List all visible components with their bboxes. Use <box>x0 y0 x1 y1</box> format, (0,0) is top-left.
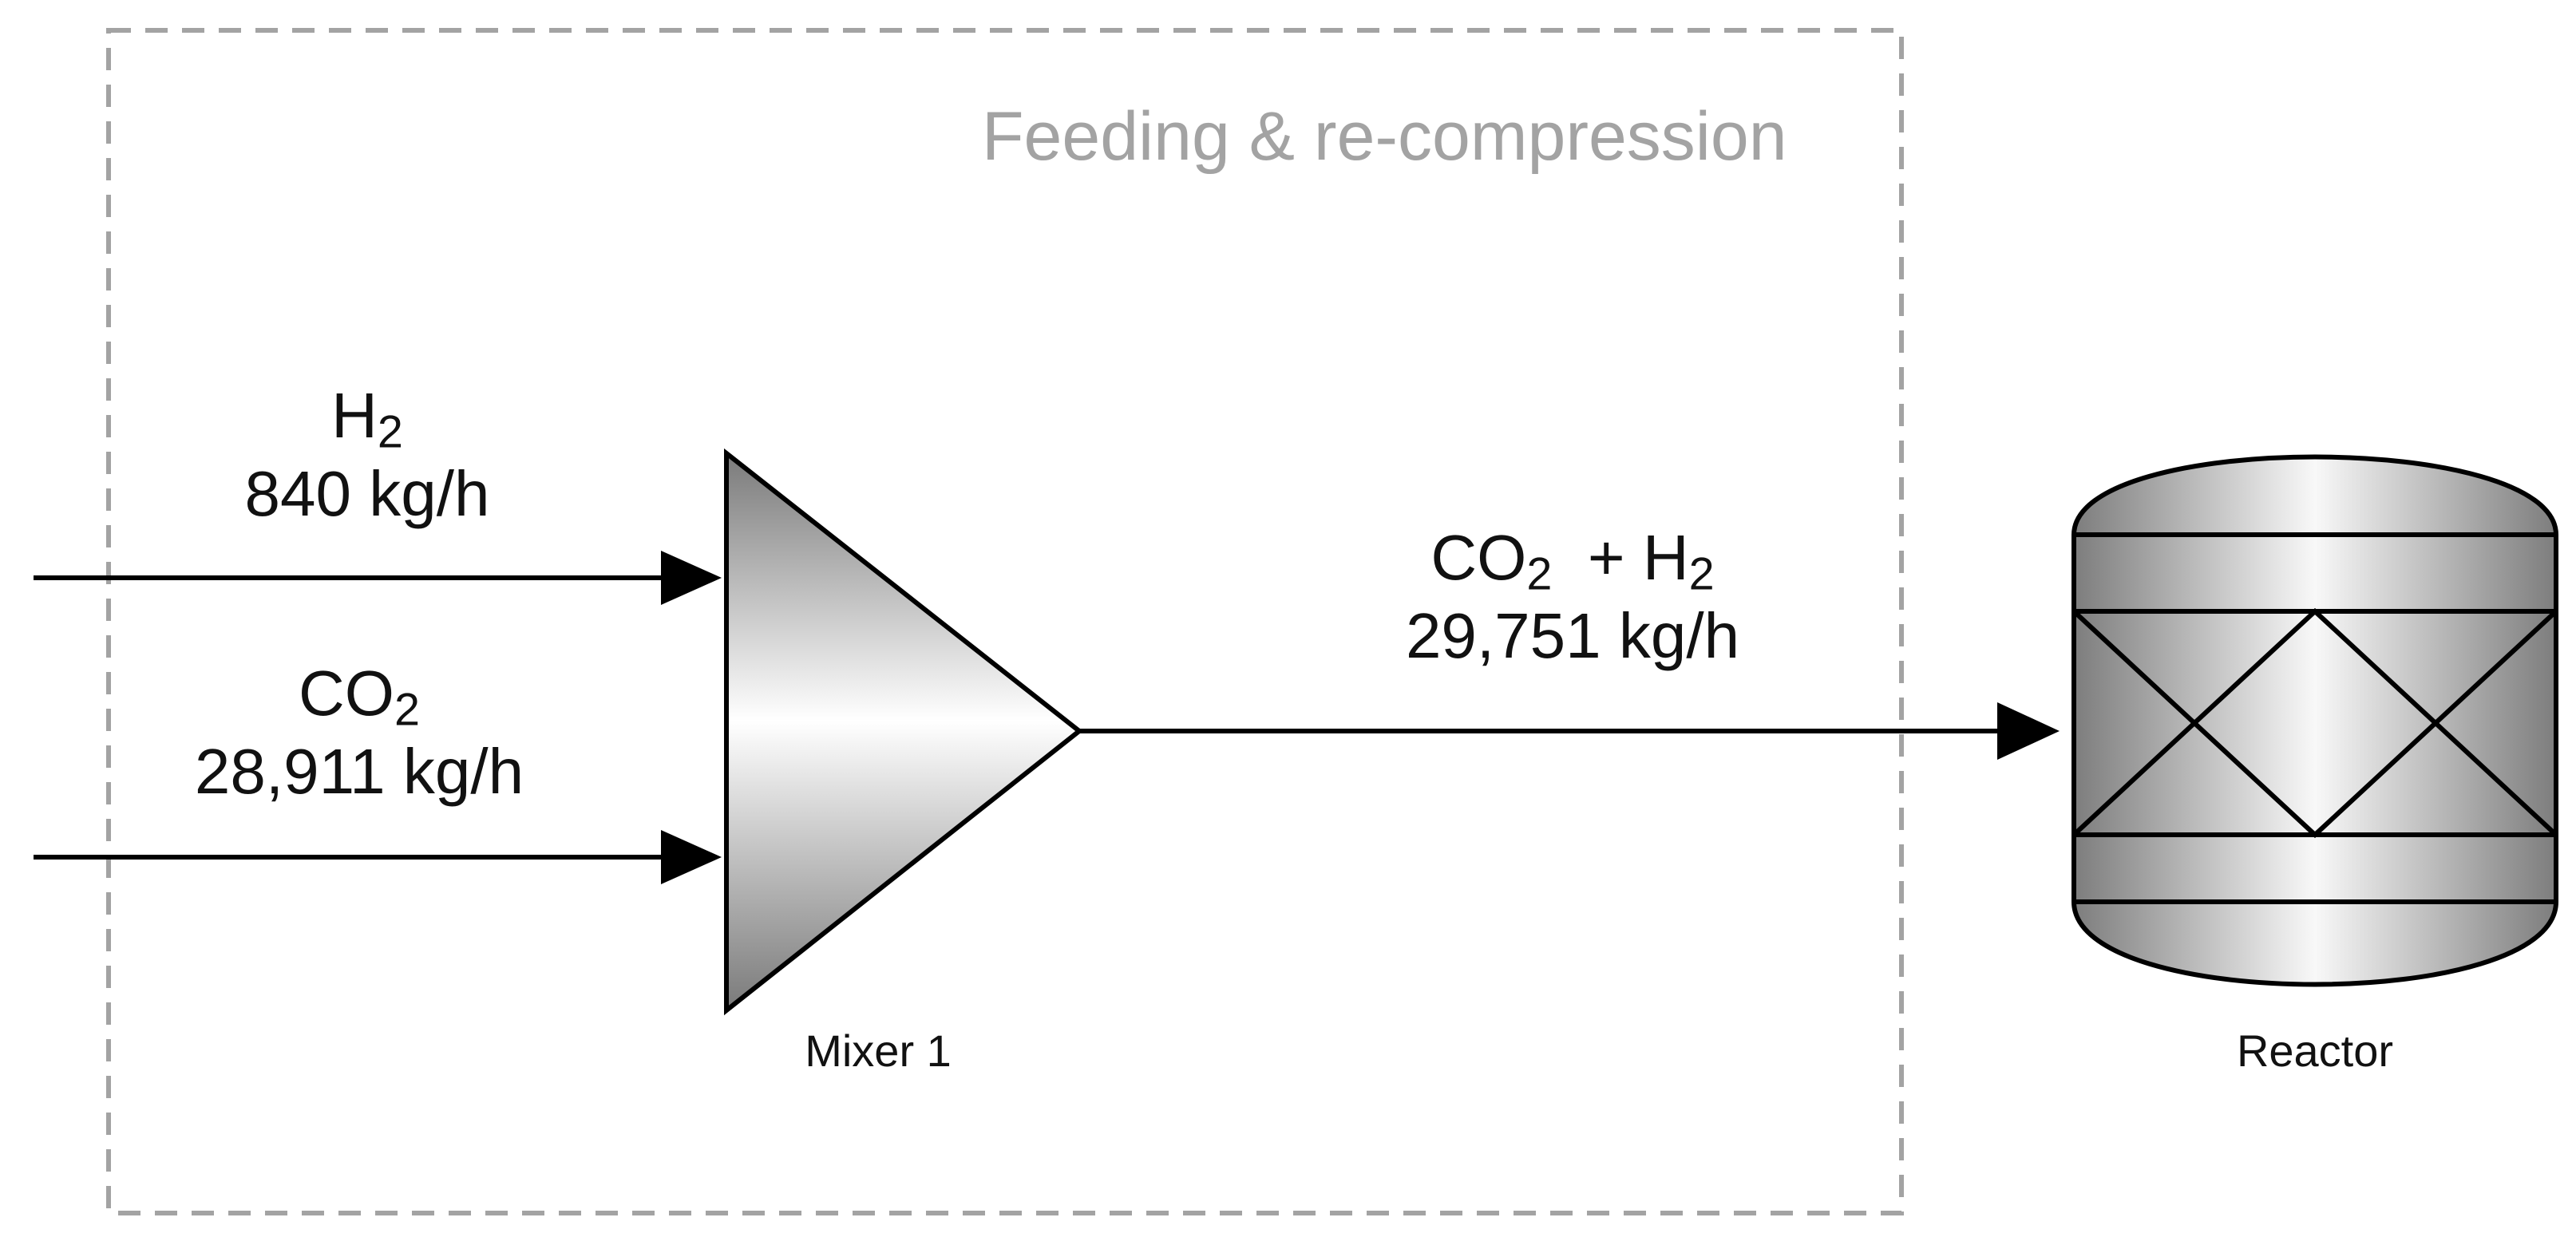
mixed-stream-arrow <box>1079 702 2060 760</box>
packed-bed-reactor-icon <box>2071 454 2558 987</box>
h2-feed-label: H2 840 kg/h <box>176 377 559 532</box>
mixed-stream-formula: CO2 + H2 <box>1430 522 1715 600</box>
h2-feed-flow: 840 kg/h <box>244 457 490 529</box>
co2-feed-arrow <box>34 830 722 884</box>
mixed-stream-label: CO2 + H2 29,751 kg/h <box>1325 519 1820 674</box>
group-title: Feeding & re-compression <box>982 98 1787 175</box>
mixer-triangle-icon <box>724 448 1083 1016</box>
co2-feed-label: CO2 28,911 kg/h <box>136 654 583 810</box>
co2-feed-flow: 28,911 kg/h <box>194 735 524 807</box>
reactor-label: Reactor <box>2236 1026 2394 1076</box>
h2-feed-arrow <box>34 551 722 605</box>
co2-feed-formula: CO2 <box>298 658 421 736</box>
h2-feed-formula: H2 <box>331 380 403 458</box>
mixed-stream-flow: 29,751 kg/h <box>1405 599 1740 671</box>
mixer-label: Mixer 1 <box>805 1026 952 1076</box>
group-boundary <box>106 28 1904 1215</box>
